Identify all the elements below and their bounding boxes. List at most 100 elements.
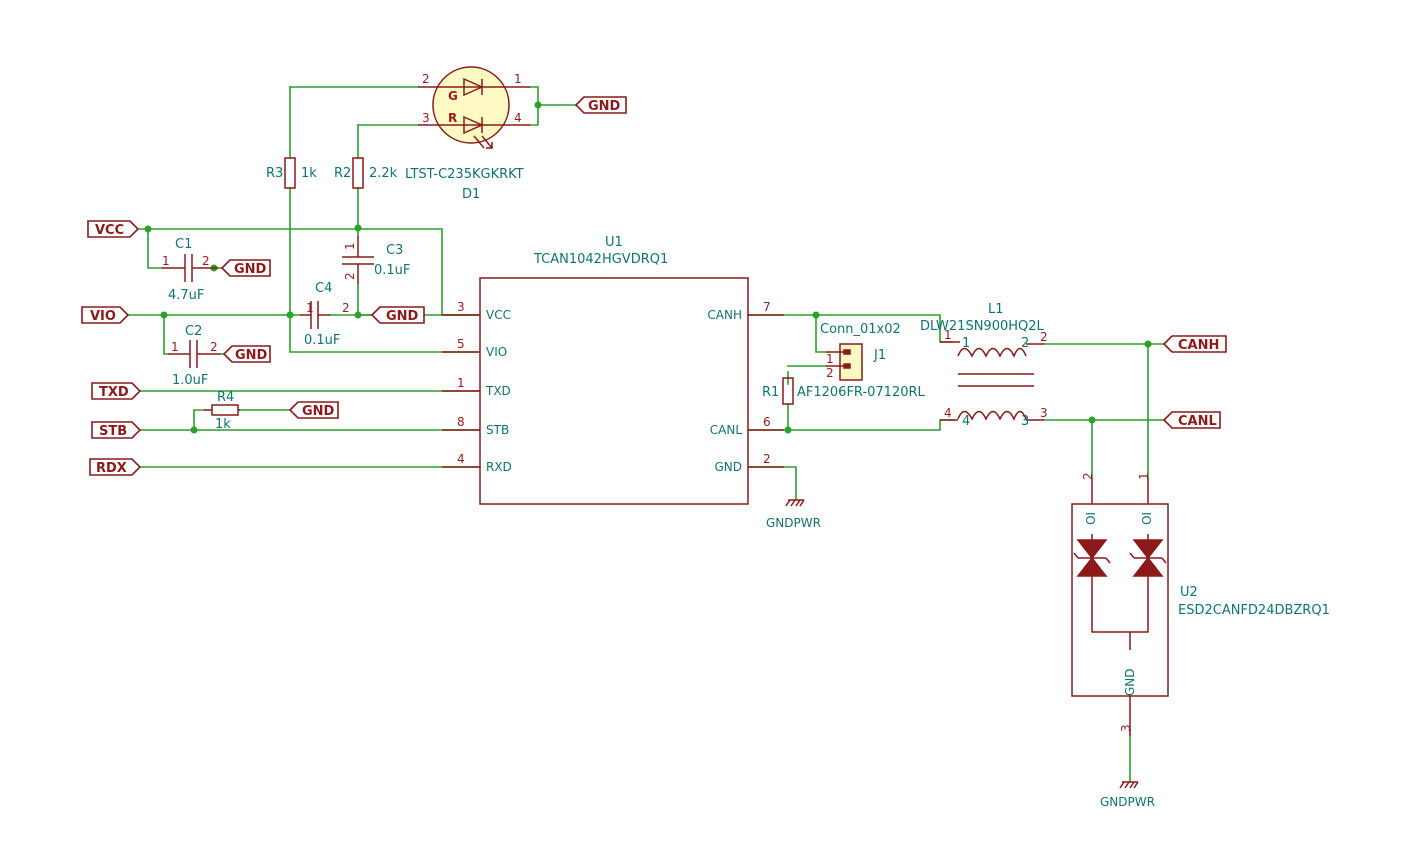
- c2-pin-1: 1: [171, 340, 179, 354]
- net-label-rdx-text: RDX: [96, 461, 127, 476]
- net-label-vio[interactable]: VIO: [81, 306, 130, 324]
- l1-pin-3-outer: 3: [1040, 406, 1048, 420]
- l1-pin-1-outer: 1: [944, 328, 952, 342]
- c1-pin-1: 1: [162, 254, 170, 268]
- c2-ref: C2: [185, 324, 202, 339]
- net-label-canl-text: CANL: [1178, 414, 1217, 429]
- u2-pin-1: 1: [1137, 472, 1151, 480]
- u1-pin-rxd-label: RXD: [486, 460, 512, 474]
- capacitor-c3[interactable]: 1 2 C3 0.1uF: [342, 236, 410, 284]
- u2-value: ESD2CANFD24DBZRQ1: [1178, 603, 1330, 618]
- net-label-gnd-c4[interactable]: GND: [370, 306, 425, 324]
- c3-pin-1: 1: [343, 242, 357, 250]
- choke-l1[interactable]: 1 1 2 2 4 4 3 3 L1 DLW21SN900HQ2L: [920, 302, 1048, 429]
- u1-pin-8: 8: [457, 415, 465, 429]
- resistor-r4[interactable]: R4 1k: [204, 390, 240, 432]
- gndpwr-u1: GNDPWR: [766, 499, 821, 530]
- gndpwr-u2-label: GNDPWR: [1100, 795, 1155, 809]
- c4-pin-2: 2: [342, 301, 350, 315]
- resistor-r1[interactable]: R1 AF1206FR-07120RL: [762, 377, 926, 405]
- l1-pin-2-inner: 2: [1021, 336, 1029, 351]
- l1-pin-3-inner: 3: [1021, 414, 1029, 429]
- d1-pin-2: 2: [422, 72, 430, 86]
- wires: [127, 86, 1165, 783]
- c3-value: 0.1uF: [374, 263, 410, 278]
- r3-ref: R3: [266, 166, 283, 181]
- c4-ref: C4: [315, 281, 332, 296]
- r3-value: 1k: [301, 166, 317, 181]
- c1-pin-2: 2: [202, 254, 210, 268]
- c2-value: 1.0uF: [172, 373, 208, 388]
- net-label-gnd-d1[interactable]: GND: [574, 96, 627, 114]
- r4-ref: R4: [217, 390, 234, 405]
- capacitor-c2[interactable]: 1 2 C2 1.0uF: [168, 324, 220, 388]
- led-d1[interactable]: 2 1 3 4 G R LTST-C235KGKRKT D1: [405, 66, 530, 202]
- net-label-gnd-c1-text: GND: [234, 262, 267, 277]
- net-label-gnd-c1[interactable]: GND: [220, 259, 271, 277]
- c4-value: 0.1uF: [304, 333, 340, 348]
- u2-io1-label: IO: [1083, 512, 1097, 525]
- net-label-txd[interactable]: TXD: [91, 382, 142, 400]
- u2-pin-3: 3: [1119, 724, 1133, 732]
- ic-u2[interactable]: 2 1 3 IO IO GND U2 ESD2CANFD24DBZRQ1: [1071, 472, 1330, 736]
- l1-value: DLW21SN900HQ2L: [920, 319, 1045, 334]
- u1-ref: U1: [605, 235, 623, 250]
- u1-value: TCAN1042HGVDRQ1: [533, 252, 668, 267]
- l1-pin-4-outer: 4: [944, 406, 952, 420]
- junctions: [144, 101, 1152, 434]
- net-label-canl[interactable]: CANL: [1162, 411, 1221, 429]
- resistor-r2[interactable]: R2 2.2k: [334, 157, 398, 189]
- gndpwr-u2: GNDPWR: [1100, 781, 1155, 809]
- net-label-gnd-r4[interactable]: GND: [288, 401, 339, 419]
- net-label-canh[interactable]: CANH: [1162, 335, 1227, 353]
- u2-ref: U2: [1180, 585, 1198, 600]
- connector-j1[interactable]: 1 2 Conn_01x02 J1: [820, 322, 901, 381]
- d1-pin-1: 1: [514, 72, 522, 86]
- capacitor-c4[interactable]: 1 2 C4 0.1uF: [300, 281, 350, 348]
- j1-value: Conn_01x02: [820, 322, 901, 337]
- r4-value: 1k: [215, 417, 231, 432]
- net-label-vio-text: VIO: [90, 309, 116, 324]
- r1-value: AF1206FR-07120RL: [797, 385, 926, 400]
- u1-pin-vio-label: VIO: [486, 345, 507, 359]
- u1-pin-1: 1: [457, 376, 465, 390]
- j1-ref: J1: [873, 348, 886, 363]
- d1-label-r: R: [448, 111, 457, 125]
- resistor-r3[interactable]: R3 1k: [266, 157, 317, 189]
- ic-u1[interactable]: U1 TCAN1042HGVDRQ1 3 5 1 8 4 VCC VIO TXD…: [442, 235, 784, 505]
- net-label-vcc-text: VCC: [95, 223, 124, 238]
- u1-pin-canh-label: CANH: [707, 308, 742, 322]
- u1-pin-vcc-label: VCC: [486, 308, 511, 322]
- d1-label-g: G: [448, 89, 458, 103]
- c2-pin-2: 2: [210, 340, 218, 354]
- c4-pin-1: 1: [306, 301, 314, 315]
- u1-pin-stb-label: STB: [486, 423, 509, 437]
- net-label-gnd-c2[interactable]: GND: [222, 345, 271, 363]
- j1-pin-1: 1: [826, 352, 834, 366]
- d1-pin-3: 3: [422, 111, 430, 125]
- net-label-canh-text: CANH: [1178, 338, 1219, 353]
- u1-pin-2: 2: [763, 452, 771, 466]
- l1-pin-4-inner: 4: [962, 414, 970, 429]
- gndpwr-u1-label: GNDPWR: [766, 516, 821, 530]
- net-label-gnd-c2-text: GND: [235, 348, 268, 363]
- net-label-txd-text: TXD: [99, 385, 129, 400]
- l1-pin-2-outer: 2: [1040, 330, 1048, 344]
- u1-pin-7: 7: [763, 300, 771, 314]
- net-label-gnd-c4-text: GND: [386, 309, 419, 324]
- net-label-gnd-d1-text: GND: [588, 99, 621, 114]
- d1-ref: D1: [462, 187, 480, 202]
- c1-value: 4.7uF: [168, 288, 204, 303]
- l1-ref: L1: [988, 302, 1004, 317]
- net-label-gnd-r4-text: GND: [302, 404, 335, 419]
- u2-gnd-label: GND: [1123, 668, 1137, 696]
- u1-pin-3: 3: [457, 300, 465, 314]
- net-label-vcc[interactable]: VCC: [87, 220, 140, 238]
- r2-value: 2.2k: [369, 166, 398, 181]
- capacitor-c1[interactable]: 1 2 C1 4.7uF: [162, 237, 218, 303]
- net-label-rdx[interactable]: RDX: [89, 458, 142, 476]
- c1-ref: C1: [175, 237, 192, 252]
- c3-pin-2: 2: [343, 272, 357, 280]
- net-label-stb[interactable]: STB: [91, 421, 142, 439]
- d1-pin-4: 4: [514, 111, 522, 125]
